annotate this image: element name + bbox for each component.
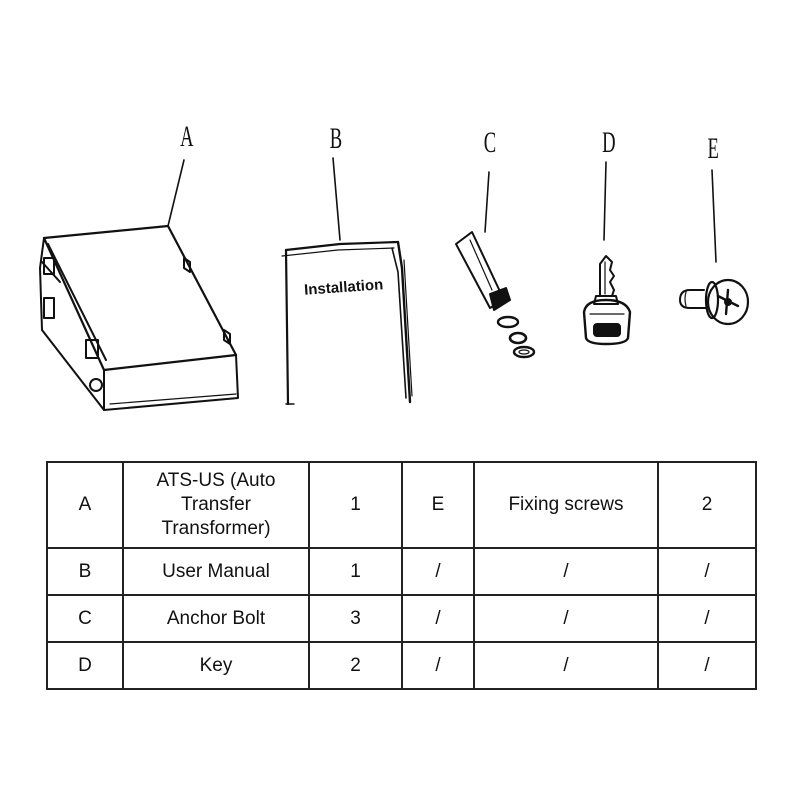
table-cell: / [473, 547, 659, 596]
leader-line-d [603, 161, 607, 241]
table-cell: C [46, 594, 124, 643]
table-cell: / [473, 641, 659, 690]
leader-line-b [332, 157, 341, 241]
table-cell: B [46, 547, 124, 596]
table-cell: / [657, 641, 757, 690]
table-cell: / [401, 547, 475, 596]
table-cell: ATS-US (Auto Transfer Transformer) [122, 461, 310, 549]
table-cell: 1 [308, 547, 403, 596]
table-cell: / [401, 594, 475, 643]
table-row: D Key 2 / / / [46, 641, 757, 690]
parts-table: A ATS-US (Auto Transfer Transformer) 1 E… [46, 461, 757, 690]
table-cell: / [473, 594, 659, 643]
label-a: A [180, 120, 194, 153]
table-row: B User Manual 1 / / / [46, 547, 757, 596]
table-cell: / [401, 641, 475, 690]
table-cell: / [657, 547, 757, 596]
table-cell: Fixing screws [473, 461, 659, 549]
manual-cover-text: Installation [304, 276, 384, 298]
anchor-bolt-drawing [455, 231, 536, 359]
label-e: E [707, 132, 719, 165]
table-cell: D [46, 641, 124, 690]
fixing-screw-drawing [679, 278, 750, 326]
leader-lines [167, 157, 717, 263]
leader-line-c [484, 171, 490, 233]
label-d: D [602, 126, 616, 159]
table-cell: User Manual [122, 547, 310, 596]
table-row: C Anchor Bolt 3 / / / [46, 594, 757, 643]
table-cell: 2 [657, 461, 757, 549]
table-cell: A [46, 461, 124, 549]
leader-line-a [167, 159, 185, 227]
table-cell: 2 [308, 641, 403, 690]
label-b: B [329, 122, 343, 155]
manual-drawing [281, 240, 413, 406]
table-cell: / [657, 594, 757, 643]
label-c: C [483, 126, 497, 159]
table-cell: 3 [308, 594, 403, 643]
leader-line-e [711, 169, 717, 263]
table-row: A ATS-US (Auto Transfer Transformer) 1 E… [46, 461, 757, 549]
table-cell: Key [122, 641, 310, 690]
parts-illustration: Installation [39, 157, 750, 411]
ats-unit-drawing [39, 224, 239, 411]
table-cell: 1 [308, 461, 403, 549]
table-cell: Anchor Bolt [122, 594, 310, 643]
key-drawing [582, 255, 632, 346]
table-cell: E [401, 461, 475, 549]
